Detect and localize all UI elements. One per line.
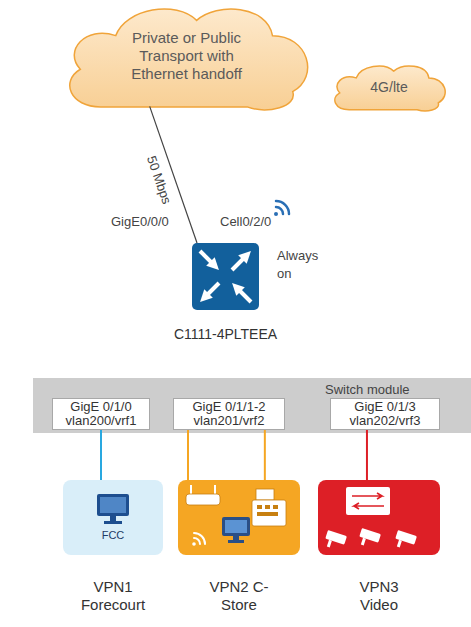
video-switch — [346, 487, 390, 515]
switch-port-box: GigE 0/1/3 vlan202/vrf3 — [330, 398, 440, 430]
vpn-segment-box: VPN2 C-Store — [178, 480, 300, 555]
monitor-screen — [100, 497, 126, 513]
switch-port-box: GigE 0/1/1-2 vlan201/vrf2 — [173, 398, 285, 430]
camera-icon — [323, 530, 347, 551]
camera-body — [359, 528, 381, 543]
router-icon: C1111-4PLTEEA — [192, 243, 259, 310]
cloud-outline — [335, 66, 445, 111]
camera-body — [325, 530, 347, 545]
wan-link — [150, 106, 197, 243]
router-arrow — [206, 283, 219, 296]
register-key — [265, 505, 270, 509]
wireless-wave — [276, 207, 283, 214]
module-title: Switch module — [325, 382, 410, 398]
port-label: GigE 0/1/3 vlan202/vrf3 — [331, 400, 439, 428]
bandwidth-label: 50 Mbps — [143, 153, 176, 206]
vpn-segment-box: VPN3 Video — [318, 480, 440, 555]
monitor-screen — [225, 520, 247, 533]
monitor-stand — [233, 536, 239, 540]
switch-arrow — [354, 503, 384, 509]
camera-mount — [397, 540, 402, 548]
camera-mount — [361, 538, 366, 546]
ap-antenna — [214, 485, 216, 494]
vpn-label: VPN2 C-Store — [199, 578, 279, 614]
transport-cloud: Private or Public Transport with Etherne… — [55, 0, 318, 112]
monitor-base — [104, 521, 122, 524]
cloud-label: 4G/lte — [370, 79, 407, 96]
fcc-monitor-icon — [97, 494, 129, 524]
register-key — [273, 505, 278, 509]
switch-arrow — [352, 493, 382, 499]
register-body — [252, 500, 286, 526]
cloud-outline — [70, 9, 308, 110]
camera-body — [395, 530, 417, 545]
vpn-segment-box: FCCVPN1 Forecourt — [63, 480, 163, 555]
camera-mount — [327, 540, 332, 548]
wifi-wave — [194, 533, 205, 544]
register-key — [257, 505, 262, 509]
port-label: GigE 0/1/1-2 vlan201/vrf2 — [174, 400, 284, 428]
wifi-dot — [192, 542, 196, 546]
port-label: Cell0/2/0 — [220, 213, 271, 231]
access-point — [186, 494, 220, 505]
ap-antenna — [190, 485, 192, 494]
wireless-wave — [276, 201, 289, 214]
access-link — [366, 430, 368, 480]
cstore-icons — [186, 485, 286, 546]
terminal-label: FCC — [63, 529, 163, 542]
access-link — [187, 430, 189, 480]
router-arrow — [200, 251, 213, 264]
status-note: Always on — [277, 247, 329, 282]
switch-port-box: GigE 0/1/0 vlan200/vrf1 — [52, 398, 150, 430]
vpn-label: VPN1 Forecourt — [73, 578, 153, 614]
router-arrows — [200, 251, 251, 302]
cloud-label: Private or Public Transport with Etherne… — [112, 29, 262, 83]
vpn-label: VPN3 Video — [339, 578, 419, 614]
port-label: GigE0/0/0 — [111, 213, 169, 231]
register-drawer — [257, 512, 278, 516]
monitor-base — [228, 540, 244, 543]
wireless-symbol — [274, 201, 289, 216]
camera-icon — [393, 530, 417, 551]
port-label: GigE 0/1/0 vlan200/vrf1 — [53, 400, 149, 428]
register-screen — [256, 489, 274, 500]
monitor-stand — [110, 516, 116, 521]
wifi-symbol — [192, 533, 205, 546]
cellular-cloud: 4G/lte — [328, 62, 450, 112]
wireless-dot — [274, 212, 278, 216]
access-link — [100, 430, 102, 480]
monitor-frame — [97, 494, 129, 516]
access-link — [264, 430, 266, 480]
switch-module-band: Switch moduleGigE 0/1/0 vlan200/vrf1 GigE… — [33, 378, 471, 433]
router-arrow — [232, 257, 245, 270]
monitor-frame — [222, 517, 250, 536]
video-icons — [323, 487, 417, 551]
wifi-wave — [194, 538, 200, 544]
camera-icon — [357, 528, 381, 549]
router-arrow — [238, 289, 251, 302]
device-model-label: C1111-4PLTEEA — [132, 326, 319, 343]
